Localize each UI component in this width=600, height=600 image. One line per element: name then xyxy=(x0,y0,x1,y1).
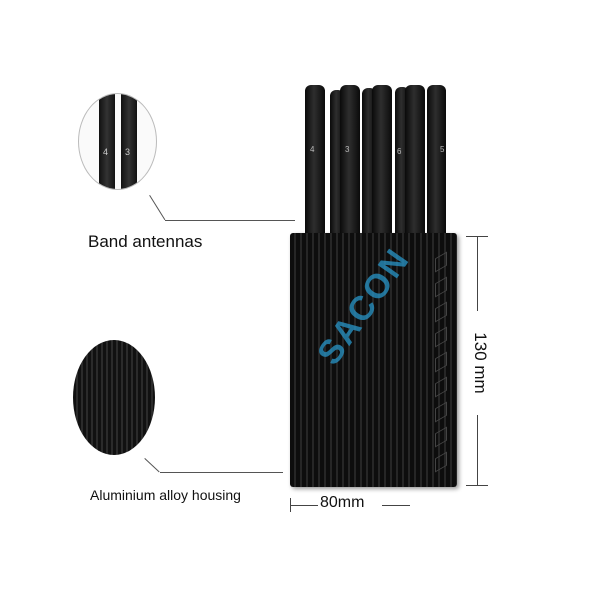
antenna: 5 xyxy=(427,85,446,235)
housing-leader-line xyxy=(160,472,283,473)
height-label: 130 mm xyxy=(471,332,490,394)
height-dim-line xyxy=(477,415,478,485)
width-label: 80mm xyxy=(320,494,365,511)
antennas-label: Band antennas xyxy=(88,232,203,251)
width-dim-line xyxy=(382,505,410,506)
antenna xyxy=(405,85,425,235)
height-dim-tick xyxy=(466,485,488,486)
antenna-detail-inset: 4 3 xyxy=(78,93,157,190)
antenna xyxy=(372,85,392,235)
antenna-detail: 3 xyxy=(121,94,137,189)
antenna-number: 4 xyxy=(310,145,315,154)
jammer-housing xyxy=(290,233,457,487)
antenna-number: 6 xyxy=(397,147,402,156)
height-dim-line xyxy=(477,236,478,311)
antenna-number: 3 xyxy=(125,147,131,157)
antenna-number: 5 xyxy=(440,145,445,154)
antenna-number: 3 xyxy=(345,145,350,154)
antenna: 4 xyxy=(305,85,325,235)
width-dim-line xyxy=(290,505,318,506)
housing-detail-inset xyxy=(73,340,155,455)
antenna-leader-line xyxy=(165,220,295,221)
housing-label: Aluminium alloy housing xyxy=(90,487,241,503)
housing-leader-line xyxy=(144,458,160,473)
antenna-number: 4 xyxy=(103,147,109,157)
antenna: 3 xyxy=(340,85,360,235)
antenna-leader-line xyxy=(149,195,166,221)
antenna-detail: 4 xyxy=(99,94,115,189)
